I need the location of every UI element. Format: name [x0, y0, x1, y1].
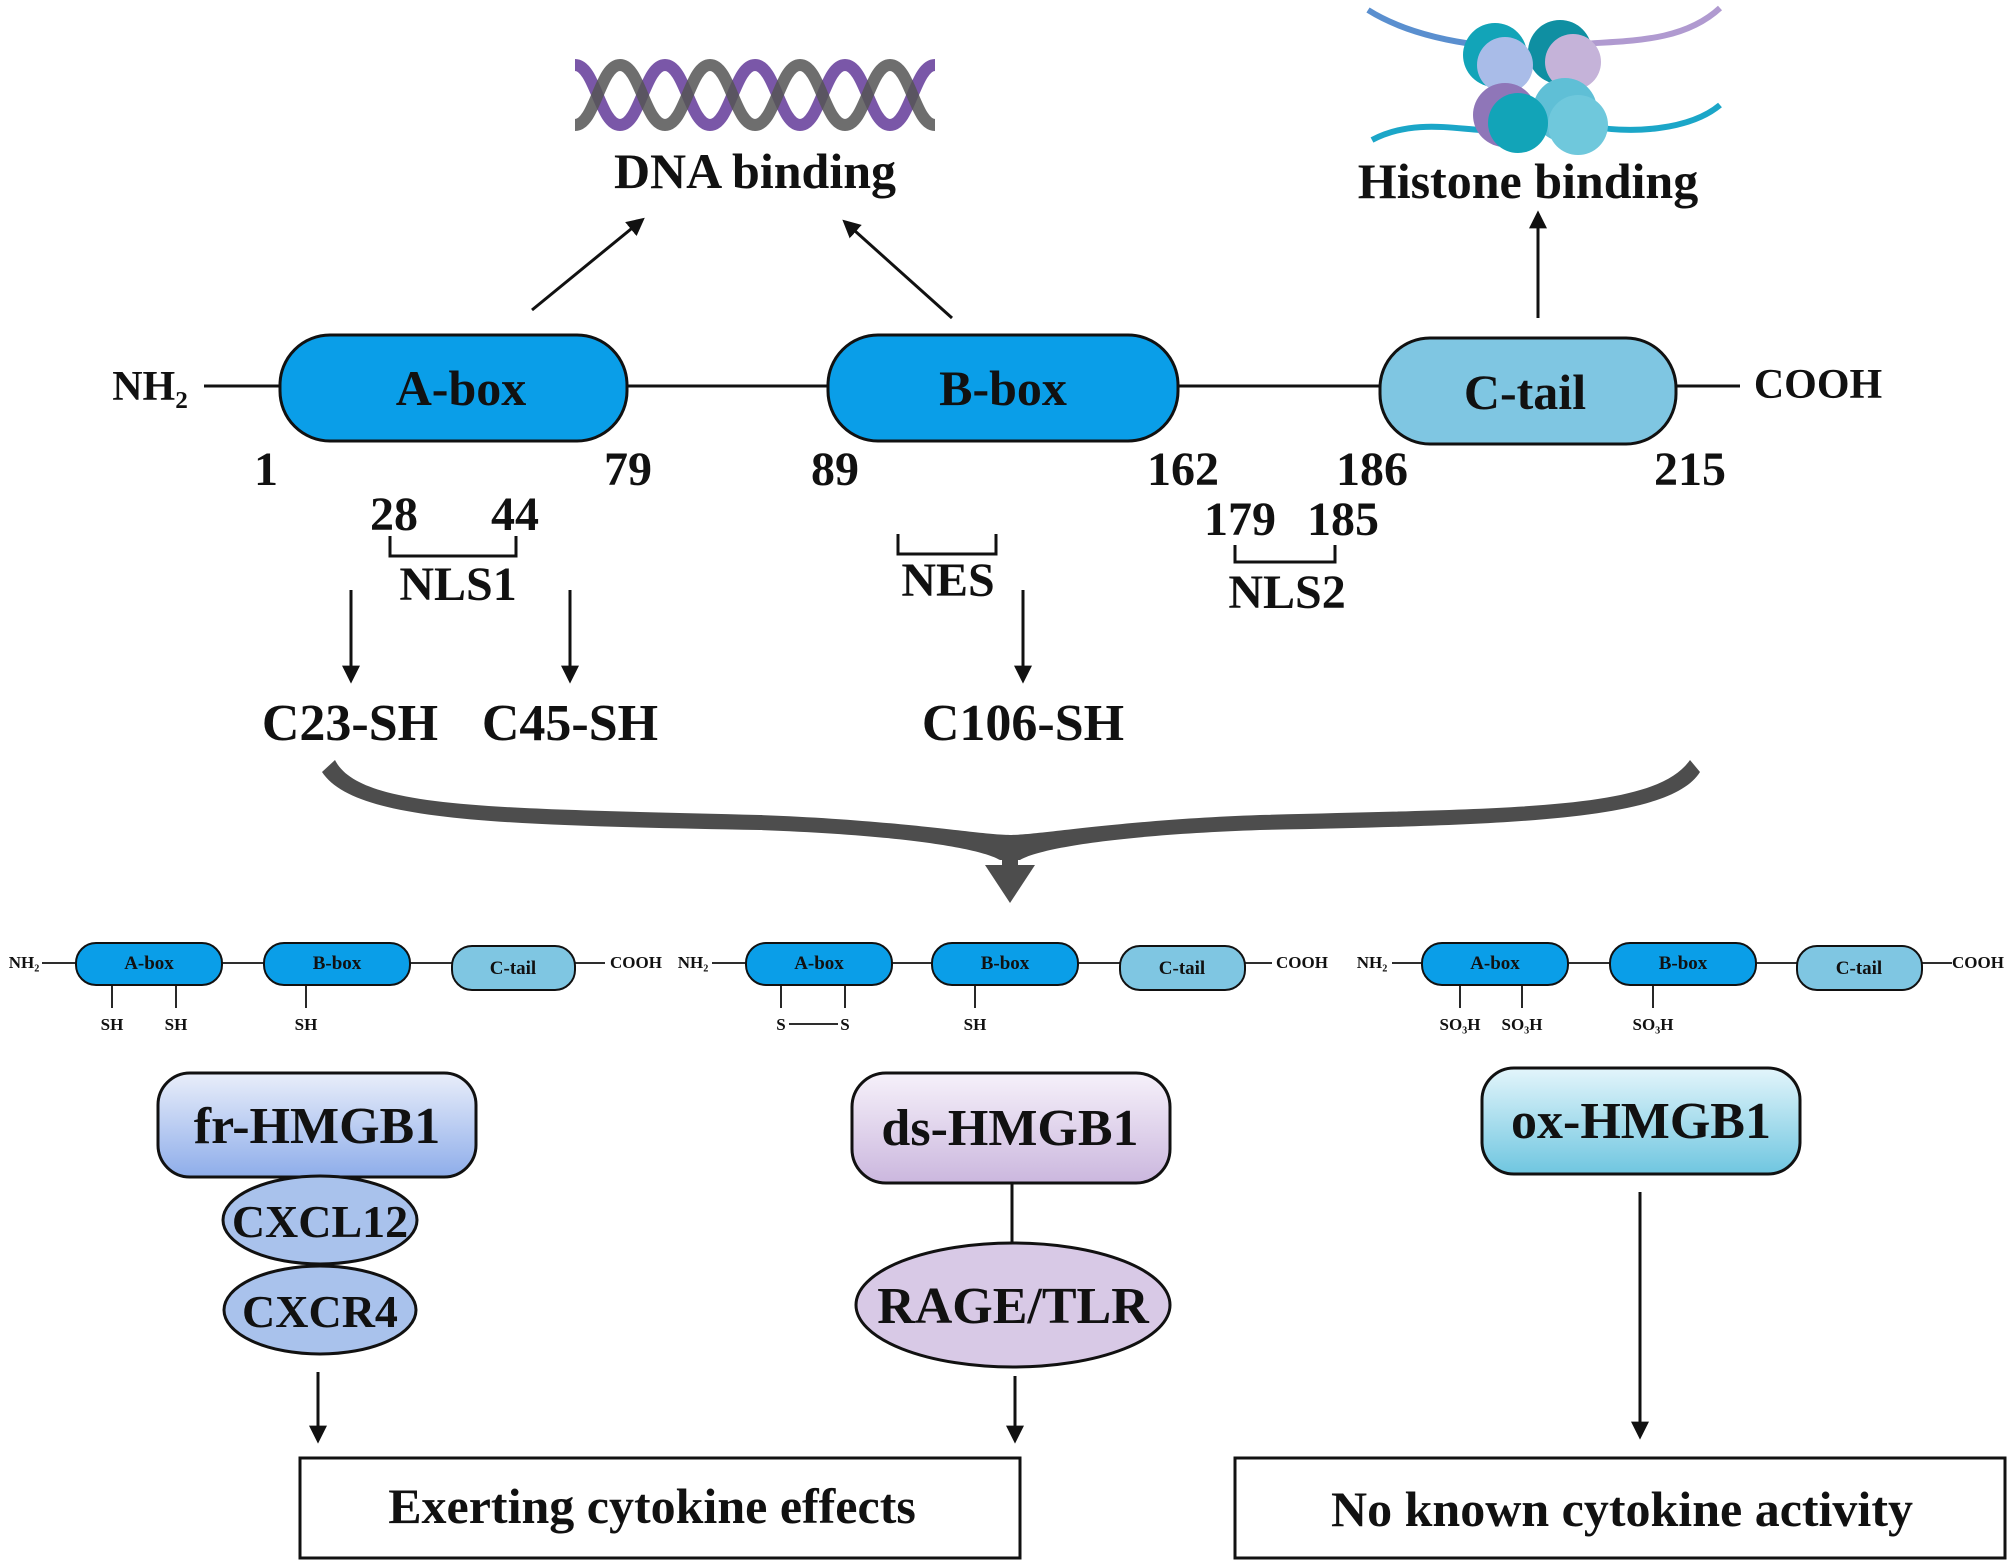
abox-dna-arrow — [531, 217, 645, 312]
merge-brace — [322, 760, 1700, 860]
v1-group-2: SH — [165, 1015, 188, 1034]
histone-icon — [1366, 5, 1723, 155]
v2-cooh: COOH — [1276, 953, 1328, 972]
variant-ox-protein: NH₂ A-box B-box C-tail COOH SO₃H SO₃H SO… — [1357, 942, 2004, 1034]
v1-ctail-label: C-tail — [490, 958, 536, 979]
v2-bbox — [931, 942, 1079, 986]
v1-bbox-label: B-box — [313, 953, 362, 974]
nls1-label: NLS1 — [399, 558, 516, 611]
main-bbox-label: B-box — [939, 360, 1067, 416]
v3-ctail — [1796, 945, 1923, 991]
nls1-end: 44 — [491, 488, 539, 541]
main-abox-label: A-box — [396, 360, 527, 416]
nls2-end: 185 — [1307, 493, 1379, 546]
rage-tlr-ellipse — [854, 1241, 1172, 1369]
variant-fr-protein: NH₂ A-box B-box C-tail COOH SH SH SH — [9, 942, 662, 1034]
nls2-label: NLS2 — [1228, 566, 1345, 619]
pos-79: 79 — [604, 443, 652, 496]
v2-nh2: NH₂ — [678, 953, 709, 972]
nls2-bracket — [1233, 545, 1337, 564]
cytokine-effects-box — [298, 1456, 1022, 1560]
v1-nh2: NH₂ — [9, 953, 40, 972]
main-bbox — [826, 333, 1180, 443]
v3-bbox-label: B-box — [1659, 953, 1708, 974]
cxcl12-ellipse — [221, 1174, 419, 1266]
merge-arrowhead — [985, 865, 1035, 903]
pos-1: 1 — [254, 443, 278, 496]
v3-group-3: SO₃H — [1633, 1015, 1674, 1034]
v3-group-1: SO₃H — [1440, 1015, 1481, 1034]
no-cytokine-activity-label: No known cytokine activity — [1331, 1481, 1913, 1537]
v1-abox — [75, 942, 223, 986]
cxcr4-ellipse — [222, 1264, 418, 1356]
v1-group-1: SH — [101, 1015, 124, 1034]
v1-ctail — [451, 945, 576, 991]
v1-group-3: SH — [295, 1015, 318, 1034]
nls2-start: 179 — [1204, 493, 1276, 546]
v1-bbox — [263, 942, 411, 986]
v3-cooh: COOH — [1952, 953, 2004, 972]
main-abox — [278, 333, 629, 443]
dna-icon — [573, 58, 937, 132]
main-protein: NH₂ A-box B-box C-tail COOH — [112, 333, 1882, 446]
cytokine-effects-label: Exerting cytokine effects — [388, 1478, 916, 1534]
ox-hmgb1-box — [1480, 1066, 1802, 1176]
fr-hmgb1-label: fr-HMGB1 — [194, 1098, 440, 1155]
v2-abox — [745, 942, 893, 986]
variant-ds-protein: NH₂ A-box B-box C-tail COOH S S SH — [678, 942, 1328, 1034]
v1-cooh: COOH — [610, 953, 662, 972]
dna-binding-label: DNA binding — [614, 143, 896, 199]
nes-label: NES — [901, 554, 994, 607]
c23-label: C23-SH — [262, 695, 438, 752]
main-ctail — [1378, 336, 1678, 446]
pos-89: 89 — [811, 443, 859, 496]
v3-ctail-label: C-tail — [1836, 958, 1882, 979]
main-nh2-label: NH₂ — [112, 364, 188, 410]
v2-group-3: SH — [964, 1015, 987, 1034]
bbox-dna-arrow — [842, 219, 954, 320]
main-cooh-label: COOH — [1754, 362, 1882, 408]
v3-nh2: NH₂ — [1357, 953, 1388, 972]
v2-group-2: S — [840, 1015, 849, 1034]
nes-bracket — [896, 534, 998, 556]
v3-bbox — [1609, 942, 1757, 986]
cxcr4-label: CXCR4 — [242, 1286, 398, 1337]
cxcl12-label: CXCL12 — [232, 1196, 408, 1247]
v3-group-2: SO₃H — [1502, 1015, 1543, 1034]
pos-186: 186 — [1336, 443, 1408, 496]
ox-hmgb1-label: ox-HMGB1 — [1511, 1093, 1771, 1150]
v2-abox-label: A-box — [794, 953, 844, 974]
no-cytokine-activity-box — [1233, 1456, 2007, 1560]
rage-tlr-label: RAGE/TLR — [877, 1278, 1150, 1335]
nls1-start: 28 — [370, 488, 418, 541]
histone-binding-label: Histone binding — [1358, 153, 1698, 209]
c106-label: C106-SH — [922, 695, 1124, 752]
c45-label: C45-SH — [482, 695, 658, 752]
ds-hmgb1-label: ds-HMGB1 — [881, 1100, 1138, 1157]
pos-215: 215 — [1654, 443, 1726, 496]
main-ctail-label: C-tail — [1464, 364, 1586, 420]
nls1-bracket — [388, 536, 518, 558]
pos-162: 162 — [1147, 443, 1219, 496]
v2-ctail-label: C-tail — [1159, 958, 1205, 979]
v3-abox — [1421, 942, 1569, 986]
v2-group-1: S — [776, 1015, 785, 1034]
v2-ctail — [1119, 945, 1246, 991]
v1-abox-label: A-box — [124, 953, 174, 974]
v3-abox-label: A-box — [1470, 953, 1520, 974]
v2-bbox-label: B-box — [981, 953, 1030, 974]
